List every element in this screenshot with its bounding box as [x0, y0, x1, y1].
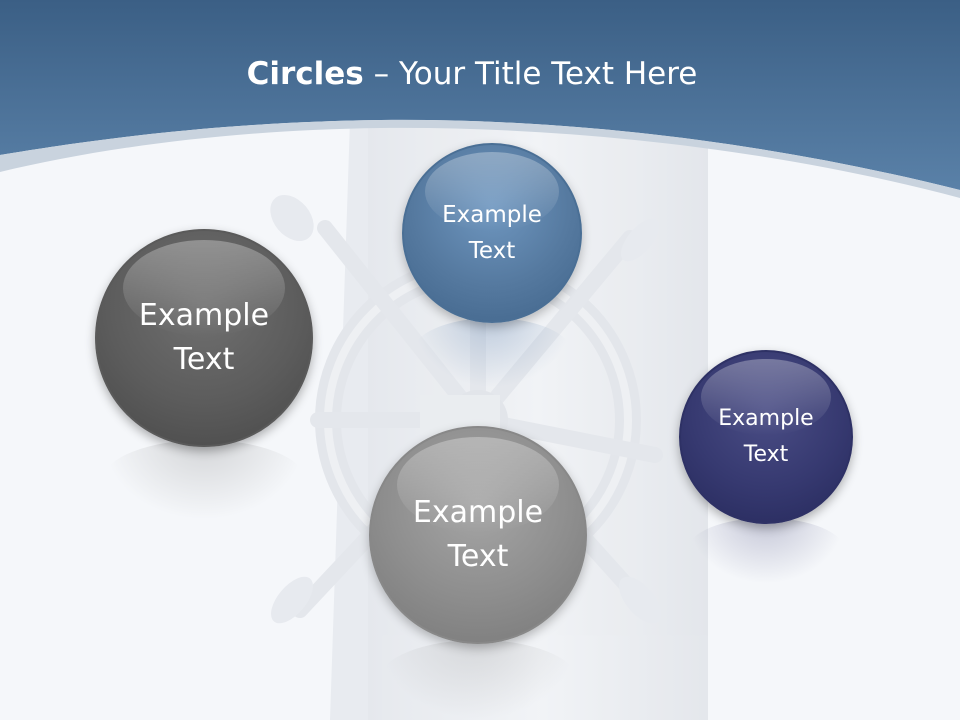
circle-reflection	[379, 640, 577, 720]
slide-title: Circles – Your Title Text Here	[0, 52, 944, 96]
circle-light-gray: Example Text	[369, 426, 587, 644]
circle-blue: Example Text	[402, 143, 582, 323]
circle-dark-gray: Example Text	[95, 229, 313, 447]
circle-label-line1: Example	[442, 202, 542, 228]
circle-reflection	[412, 318, 572, 388]
circle-label-line1: Example	[718, 406, 814, 431]
circle-label-line2: Text	[447, 539, 509, 574]
circle-label-line1: Example	[412, 495, 544, 530]
title-bold-part: Circles	[246, 56, 364, 92]
circle-reflection	[687, 518, 845, 584]
circle-label-line2: Text	[743, 442, 789, 467]
circle-label-line2: Text	[468, 238, 516, 264]
circle-label-line1: Example	[138, 298, 270, 333]
circle-navy: Example Text	[679, 350, 853, 524]
title-rest-part: – Your Title Text Here	[363, 56, 698, 92]
circle-reflection	[103, 440, 305, 520]
circle-label-line2: Text	[173, 342, 235, 377]
